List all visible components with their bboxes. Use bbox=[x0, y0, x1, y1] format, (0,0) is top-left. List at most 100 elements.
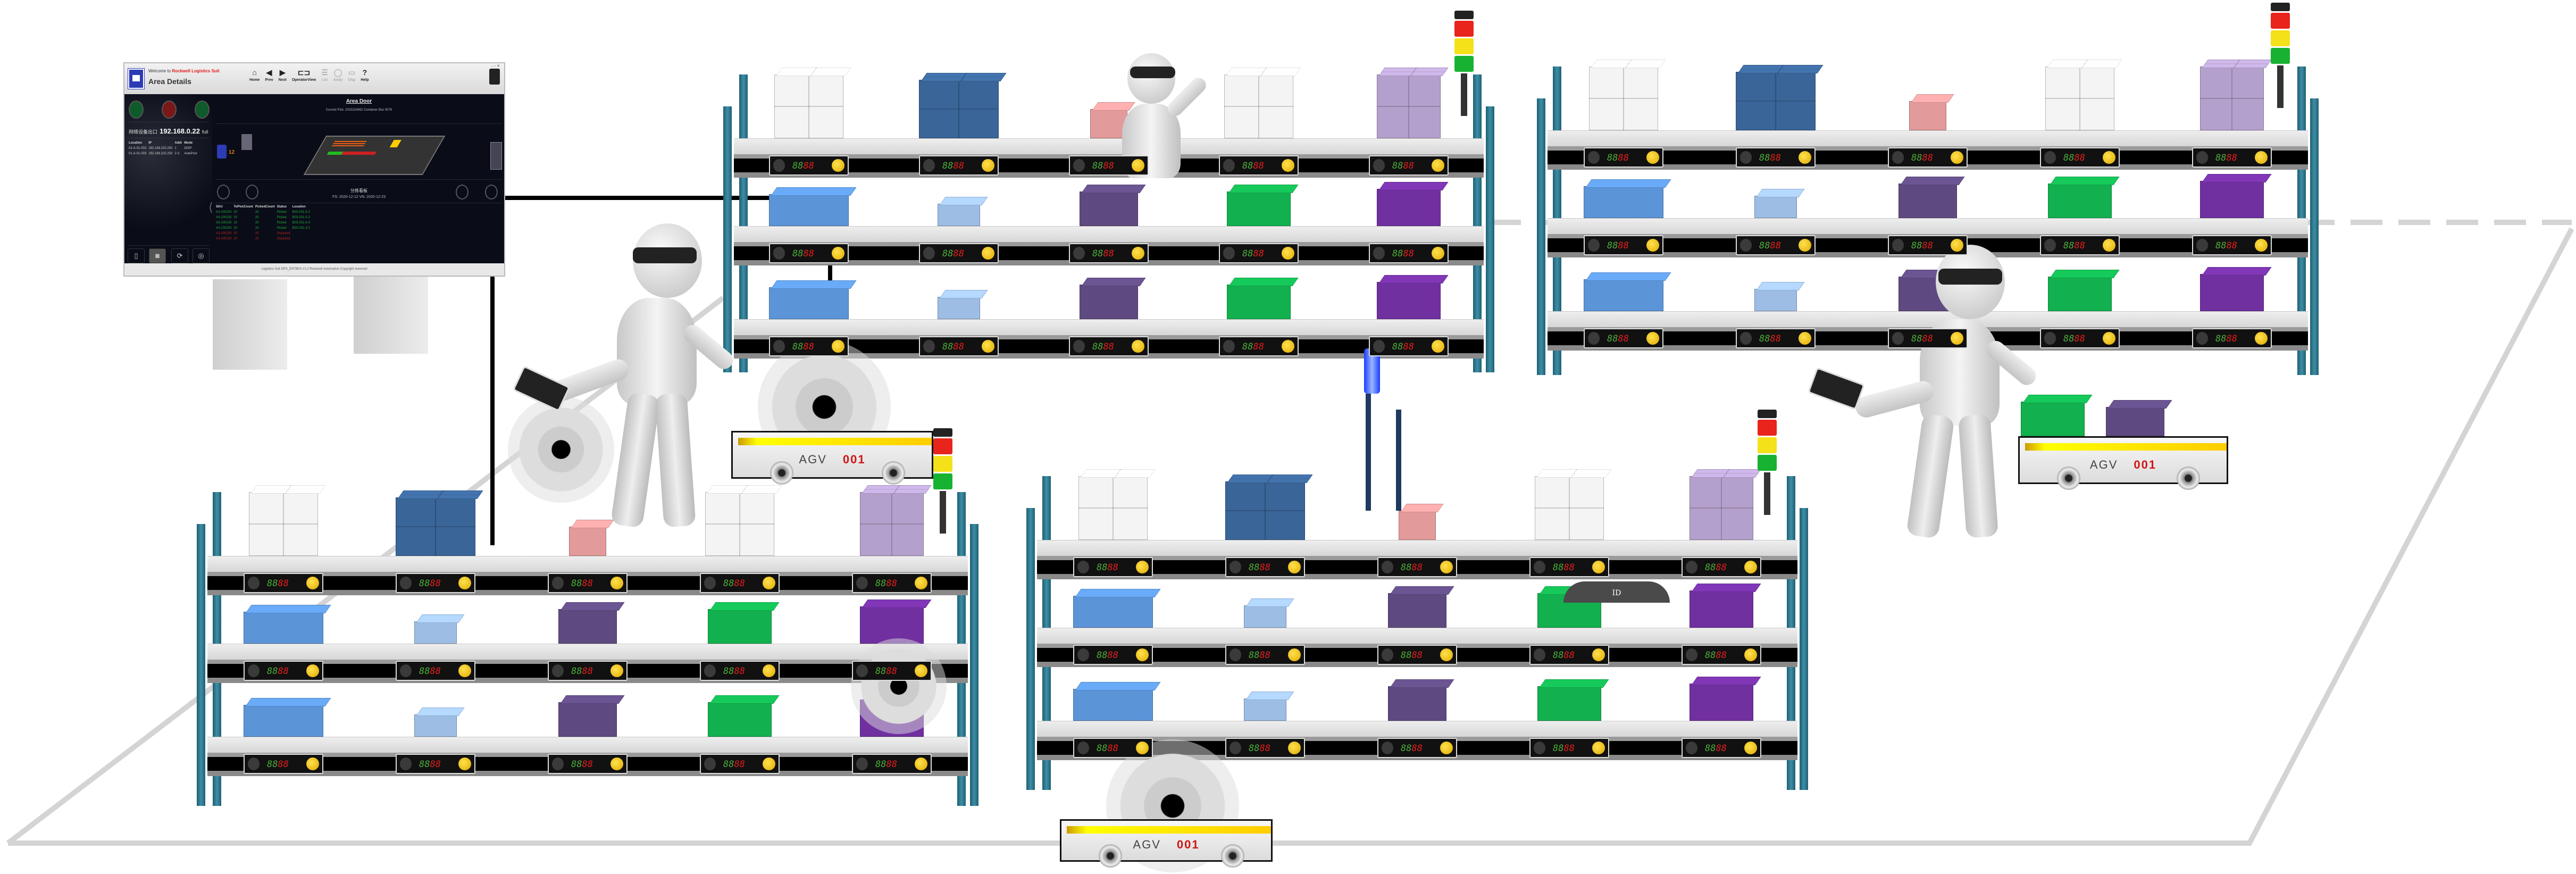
dpad-icon[interactable] bbox=[552, 758, 564, 770]
dpad-icon[interactable] bbox=[1373, 340, 1385, 353]
pick-to-light-display[interactable]: 8888 bbox=[396, 573, 475, 593]
pick-to-light-display[interactable]: 8888 bbox=[769, 243, 849, 263]
window-controls[interactable]: – ▫ ✕ bbox=[491, 64, 500, 68]
pick-to-light-display[interactable]: 8888 bbox=[852, 573, 932, 593]
camera-button[interactable]: ◙ bbox=[149, 248, 166, 263]
dpad-icon[interactable] bbox=[1073, 159, 1085, 172]
pick-to-light-display[interactable]: 8888 bbox=[548, 754, 628, 774]
dpad-icon[interactable] bbox=[1588, 332, 1600, 345]
pick-to-light-display[interactable]: 8888 bbox=[1529, 645, 1609, 665]
confirm-button[interactable] bbox=[1951, 332, 1963, 345]
dpad-icon[interactable] bbox=[1740, 239, 1752, 252]
dpad-icon[interactable] bbox=[2044, 151, 2056, 164]
confirm-button[interactable] bbox=[1440, 648, 1453, 661]
pick-to-light-display[interactable]: 8888 bbox=[700, 573, 780, 593]
dpad-icon[interactable] bbox=[773, 340, 785, 353]
confirm-button[interactable] bbox=[458, 758, 471, 770]
confirm-button[interactable] bbox=[1592, 648, 1605, 661]
dpad-icon[interactable] bbox=[248, 758, 260, 770]
pick-to-light-display[interactable]: 8888 bbox=[1369, 336, 1449, 356]
server-icon[interactable] bbox=[129, 101, 144, 119]
pick-to-light-display[interactable]: 8888 bbox=[396, 661, 475, 681]
dpad-icon[interactable] bbox=[2196, 332, 2208, 345]
confirm-button[interactable] bbox=[1799, 151, 1811, 164]
dpad-icon[interactable] bbox=[1534, 648, 1545, 661]
pick-to-light-display[interactable]: 8888 bbox=[769, 155, 849, 176]
pick-to-light-display[interactable]: 8888 bbox=[1069, 336, 1149, 356]
pick-to-light-display[interactable]: 8888 bbox=[919, 243, 999, 263]
dpad-icon[interactable] bbox=[856, 577, 868, 589]
confirm-button[interactable] bbox=[1744, 561, 1757, 573]
phone-button[interactable]: ▯ bbox=[128, 248, 145, 263]
pick-to-light-display[interactable]: 8888 bbox=[1219, 155, 1299, 176]
confirm-button[interactable] bbox=[1288, 648, 1301, 661]
confirm-button[interactable] bbox=[1646, 151, 1659, 164]
pick-to-light-display[interactable]: 8888 bbox=[1529, 557, 1609, 577]
confirm-button[interactable] bbox=[1136, 561, 1149, 573]
dpad-icon[interactable] bbox=[704, 664, 716, 677]
pick-to-light-display[interactable]: 8888 bbox=[2040, 147, 2120, 168]
confirm-button[interactable] bbox=[1646, 332, 1659, 345]
pick-to-light-display[interactable]: 8888 bbox=[1584, 147, 1663, 168]
confirm-button[interactable] bbox=[1799, 332, 1811, 345]
dpad-icon[interactable] bbox=[2044, 332, 2056, 345]
toolbar-operatorview-button[interactable]: ⊏⊐OperatorView bbox=[292, 68, 316, 82]
confirm-button[interactable] bbox=[982, 159, 994, 172]
pick-to-light-display[interactable]: 8888 bbox=[1888, 147, 1968, 168]
confirm-button[interactable] bbox=[2255, 332, 2268, 345]
confirm-button[interactable] bbox=[1592, 742, 1605, 754]
dpad-icon[interactable] bbox=[1382, 561, 1393, 573]
dpad-icon[interactable] bbox=[552, 664, 564, 677]
dpad-icon[interactable] bbox=[1073, 247, 1085, 260]
pick-to-light-display[interactable]: 8888 bbox=[700, 754, 780, 774]
pick-to-light-display[interactable]: 8888 bbox=[852, 754, 932, 774]
dpad-icon[interactable] bbox=[400, 577, 412, 589]
confirm-button[interactable] bbox=[458, 577, 471, 589]
pick-to-light-display[interactable]: 8888 bbox=[1584, 235, 1663, 255]
confirm-button[interactable] bbox=[2103, 151, 2115, 164]
confirm-button[interactable] bbox=[1592, 561, 1605, 573]
gallery-icon[interactable] bbox=[246, 185, 258, 199]
confirm-button[interactable] bbox=[458, 664, 471, 677]
toolbar-analy-button[interactable]: ◯Analy bbox=[333, 68, 343, 82]
pick-to-light-display[interactable]: 8888 bbox=[1225, 645, 1305, 665]
network-topology-icon[interactable] bbox=[162, 101, 177, 119]
confirm-button[interactable] bbox=[2103, 332, 2115, 345]
pick-to-light-display[interactable]: 8888 bbox=[1682, 645, 1761, 665]
confirm-button[interactable] bbox=[1136, 742, 1149, 754]
pick-to-light-display[interactable]: 8888 bbox=[769, 336, 849, 356]
pick-to-light-display[interactable]: 8888 bbox=[1736, 147, 1816, 168]
dpad-icon[interactable] bbox=[2196, 151, 2208, 164]
pick-to-light-display[interactable]: 8888 bbox=[1069, 155, 1149, 176]
confirm-button[interactable] bbox=[832, 159, 844, 172]
confirm-button[interactable] bbox=[832, 247, 844, 260]
pick-to-light-display[interactable]: 8888 bbox=[1377, 557, 1457, 577]
dpad-icon[interactable] bbox=[1686, 742, 1697, 754]
dpad-icon[interactable] bbox=[1373, 159, 1385, 172]
settings-button[interactable]: ◎ bbox=[193, 248, 210, 263]
toolbar-next-button[interactable]: ▶Next bbox=[279, 68, 287, 82]
dpad-icon[interactable] bbox=[1077, 561, 1089, 573]
confirm-button[interactable] bbox=[1132, 247, 1144, 260]
pick-to-light-display[interactable]: 8888 bbox=[1377, 645, 1457, 665]
pick-to-light-display[interactable]: 8888 bbox=[1682, 738, 1761, 758]
pick-to-light-display[interactable]: 8888 bbox=[548, 661, 628, 681]
confirm-button[interactable] bbox=[1799, 239, 1811, 252]
dpad-icon[interactable] bbox=[1686, 648, 1697, 661]
dpad-icon[interactable] bbox=[923, 340, 935, 353]
user-avatar[interactable] bbox=[489, 69, 500, 85]
confirm-button[interactable] bbox=[915, 758, 927, 770]
dpad-icon[interactable] bbox=[1077, 742, 1089, 754]
pick-to-light-display[interactable]: 8888 bbox=[2192, 147, 2272, 168]
pick-to-light-display[interactable]: 8888 bbox=[1529, 738, 1609, 758]
confirm-button[interactable] bbox=[1646, 239, 1659, 252]
confirm-button[interactable] bbox=[915, 577, 927, 589]
confirm-button[interactable] bbox=[1440, 742, 1453, 754]
